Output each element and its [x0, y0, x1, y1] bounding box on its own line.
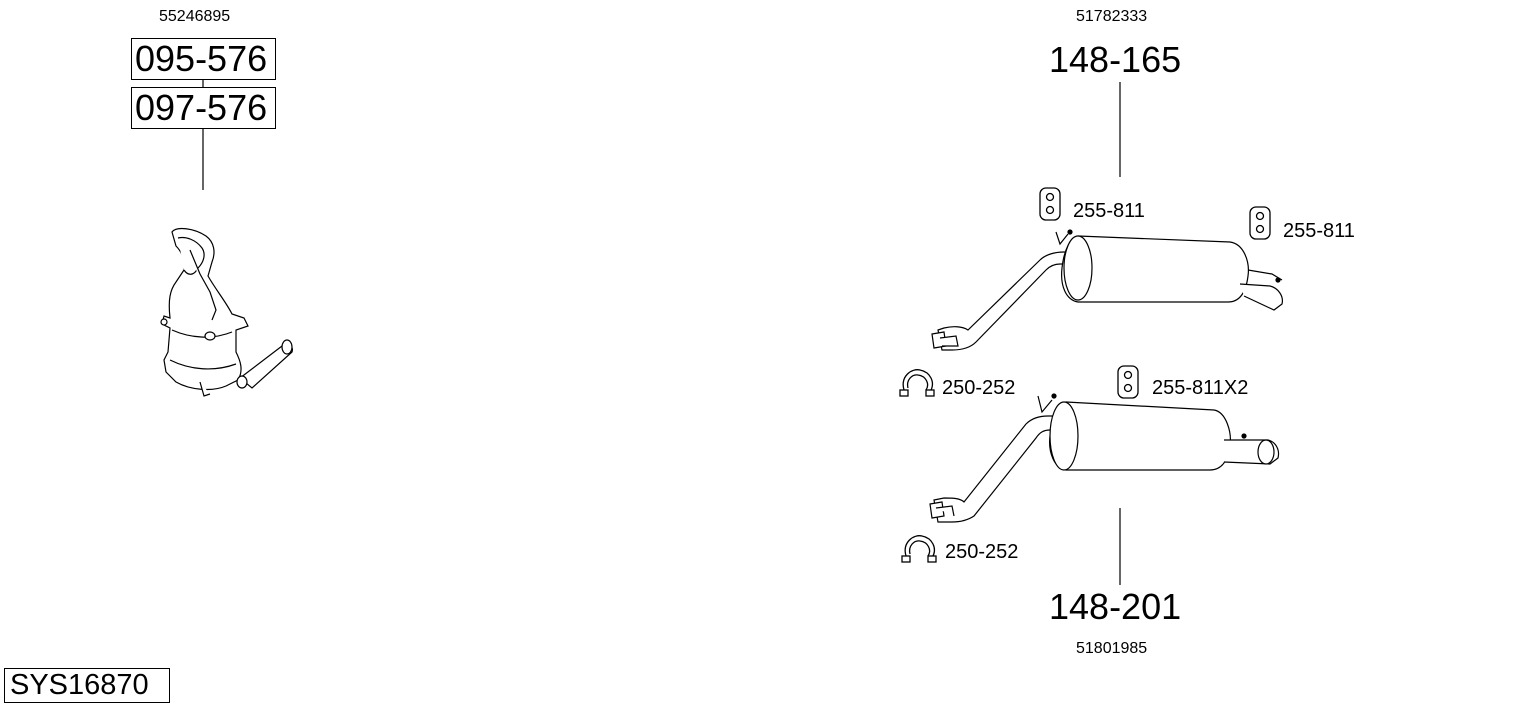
lower-muffler-illustration — [929, 393, 1280, 523]
upper-muffler-mount-right-label[interactable]: 255-811 — [1283, 220, 1355, 242]
rubber-mount-icon — [1039, 187, 1061, 221]
lower-muffler-part-number[interactable]: 148-201 — [1049, 586, 1182, 627]
lower-clamp-bottom-label[interactable]: 250-252 — [945, 541, 1019, 563]
lower-muffler-mount-label[interactable]: 255-811X2 — [1152, 377, 1249, 399]
catalyst-illustration — [160, 227, 293, 397]
rubber-mount-icon — [1249, 206, 1271, 240]
system-id-box: SYS16870 — [4, 668, 170, 703]
rubber-mount-icon — [1117, 365, 1139, 399]
catalyst-part-number-1[interactable]: 095-576 — [131, 38, 276, 80]
upper-muffler-illustration — [931, 229, 1283, 351]
exhaust-clamp-icon — [901, 535, 937, 563]
catalyst-oem-number: 55246895 — [159, 8, 231, 25]
catalyst-part-number-2[interactable]: 097-576 — [131, 87, 276, 129]
upper-muffler-part-number[interactable]: 148-165 — [1049, 39, 1182, 80]
upper-muffler-mount-left-label[interactable]: 255-811 — [1073, 200, 1145, 222]
lower-clamp-top-label[interactable]: 250-252 — [942, 377, 1016, 399]
upper-muffler-oem-number: 51782333 — [1076, 8, 1148, 25]
lower-muffler-oem-number: 51801985 — [1076, 640, 1148, 657]
exhaust-clamp-icon — [899, 369, 935, 397]
